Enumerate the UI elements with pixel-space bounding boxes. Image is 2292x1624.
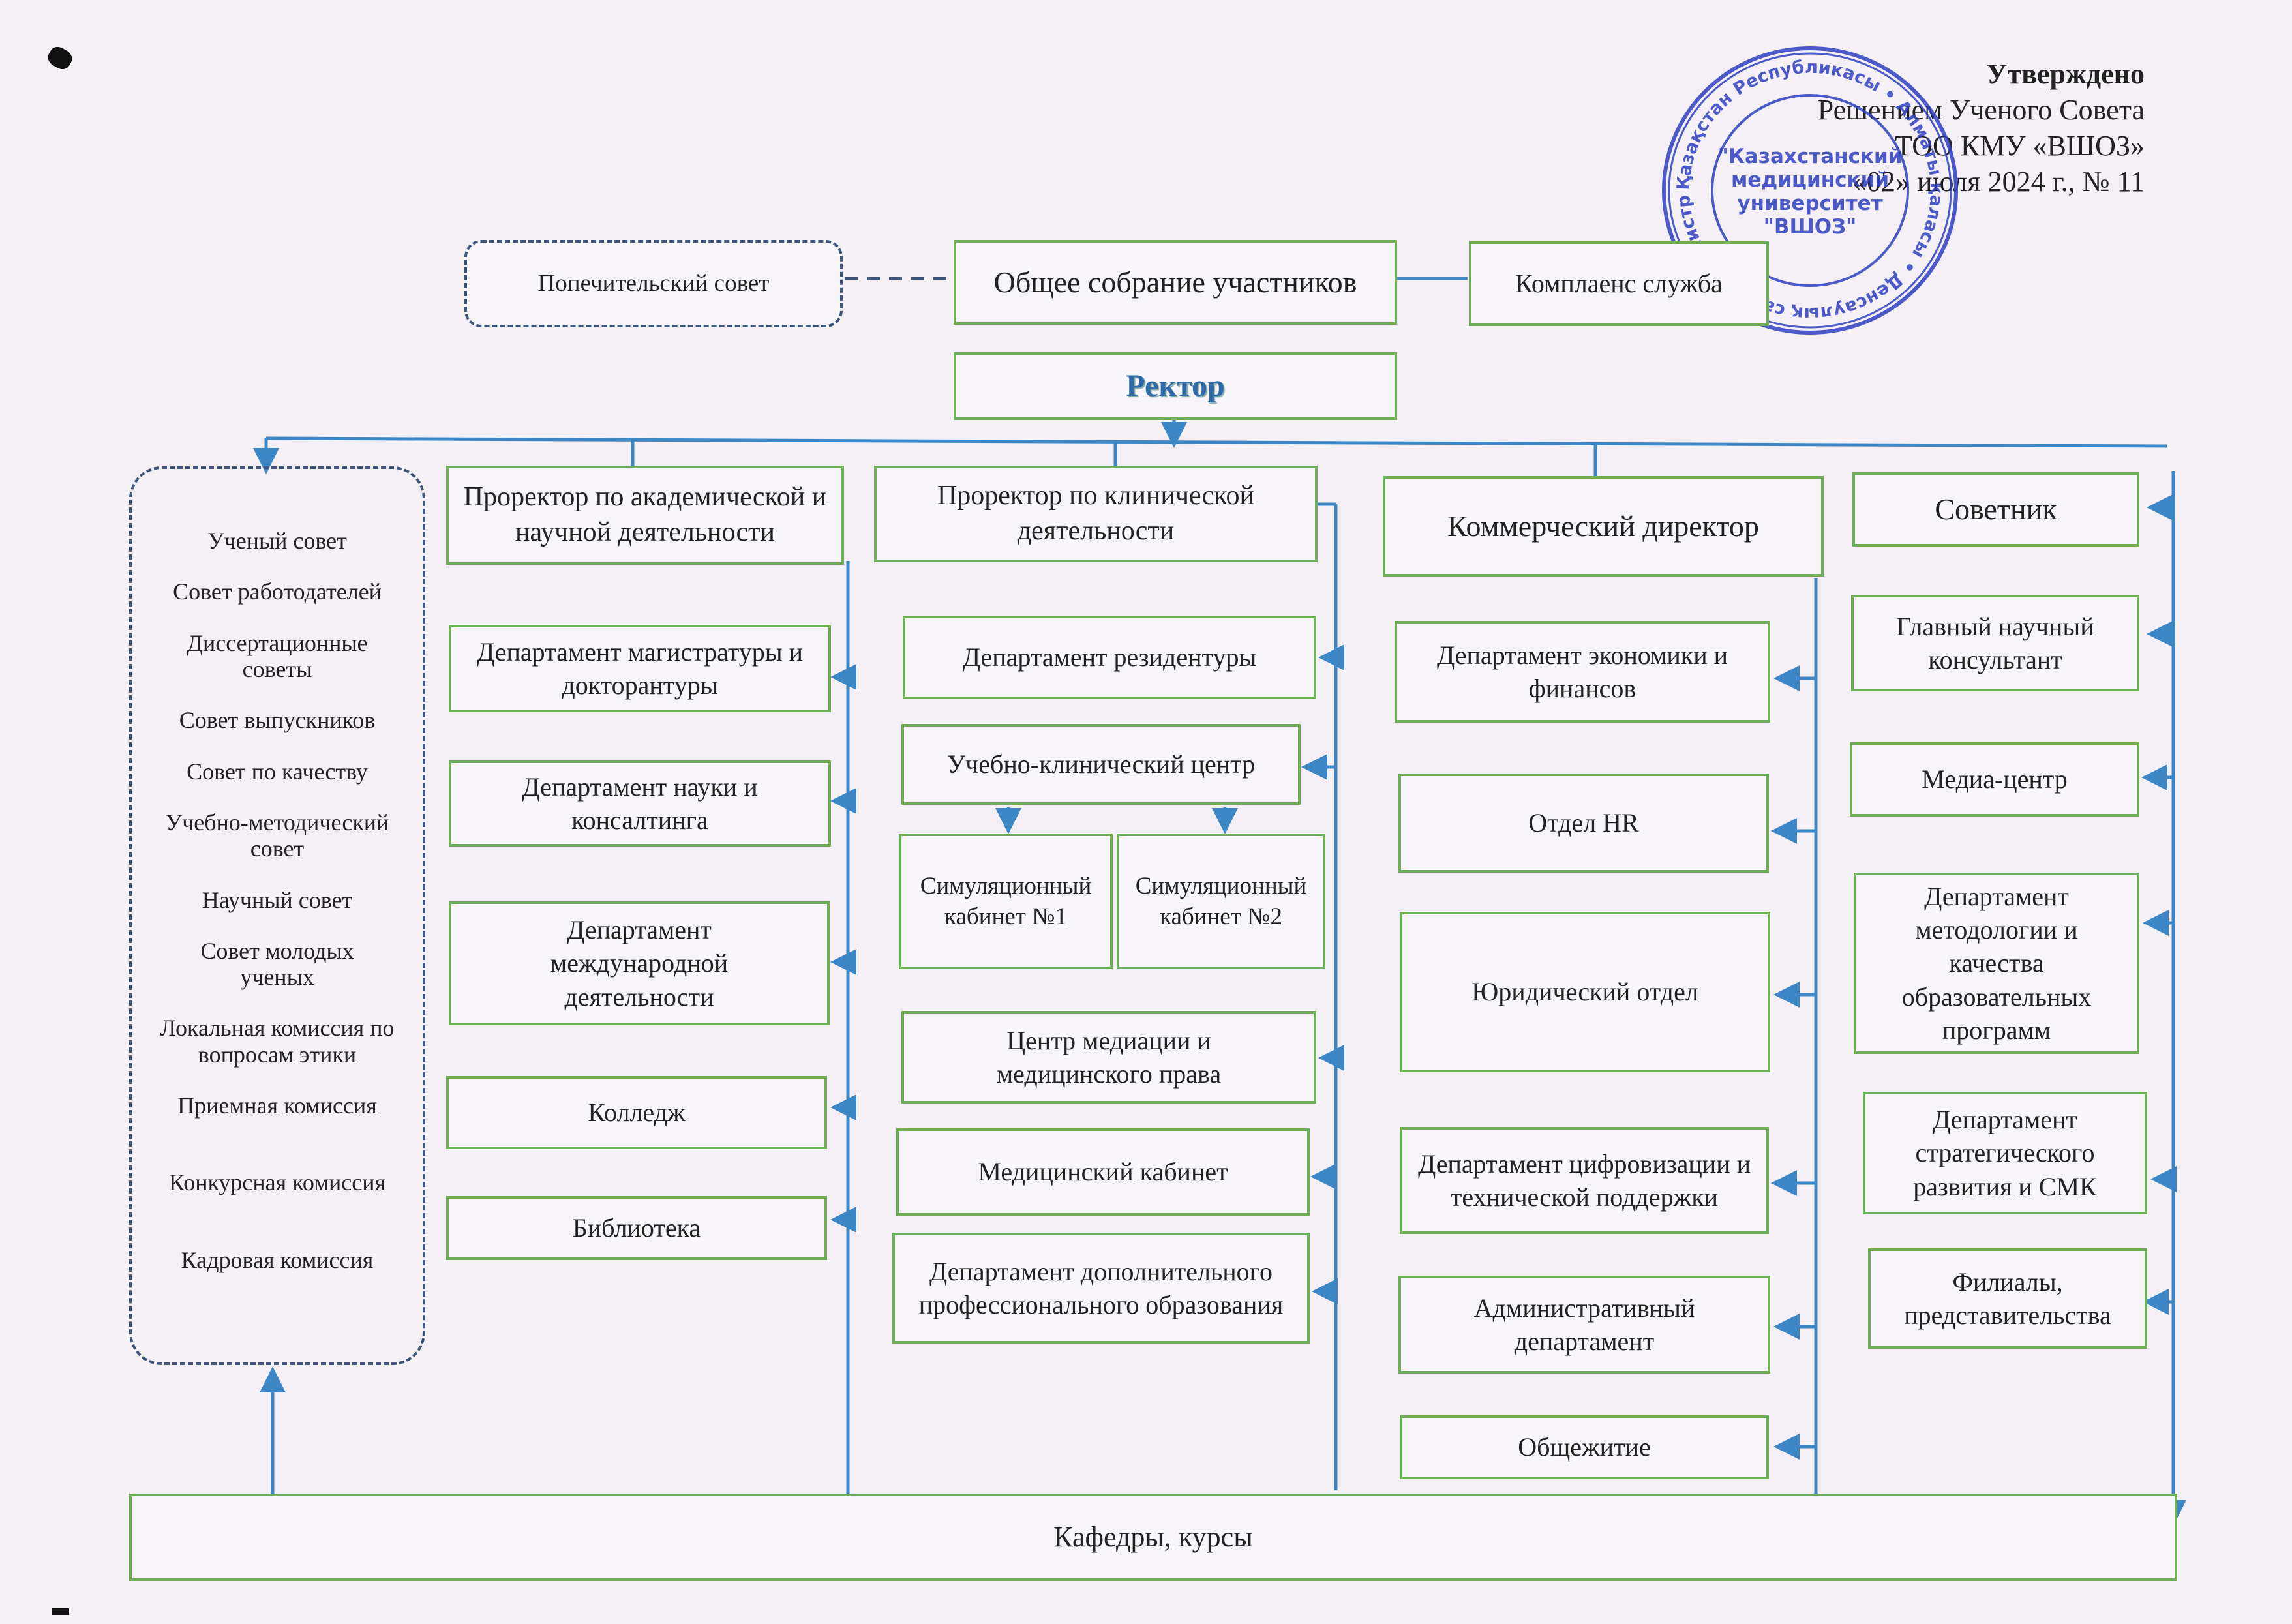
board-of-trustees-box: Попечительский совет xyxy=(464,240,843,327)
mediation-center-box: Центр медиации и медицинского права xyxy=(901,1011,1316,1104)
council-item: Совет выпускников xyxy=(179,707,376,734)
library-box: Библиотека xyxy=(446,1196,827,1260)
dept-label: Департамент международной деятельности xyxy=(550,915,729,1012)
general-assembly-box: Общее собрание участников xyxy=(954,240,1397,325)
approval-line-2: ТОО КМУ «ВШОЗ» xyxy=(1894,130,2145,162)
advisor-box: Советник xyxy=(1852,472,2139,547)
commercial-director-label: Коммерческий директор xyxy=(1447,509,1759,543)
board-of-trustees-label: Попечительский совет xyxy=(537,270,770,297)
training-clinical-center-box: Учебно-клинический центр xyxy=(901,724,1301,805)
dept-label: Департамент дополнительного профессионал… xyxy=(918,1256,1284,1319)
dept-label: Симуляционный кабинет №2 xyxy=(1135,872,1307,930)
dept-label: Колледж xyxy=(588,1098,686,1128)
dept-label: Департамент методологии и качества образ… xyxy=(1901,882,2092,1045)
dept-label: Библиотека xyxy=(572,1213,701,1243)
dept-label: Медиа-центр xyxy=(1922,764,2068,794)
dept-strategic-development-box: Департамент стратегического развития и С… xyxy=(1863,1092,2147,1214)
svg-text:"ВШОЗ": "ВШОЗ" xyxy=(1764,215,1857,239)
approval-title: Утверждено xyxy=(1986,58,2145,90)
approval-block: Утверждено Решением Ученого Совета ТОО К… xyxy=(1818,56,2145,200)
dept-additional-education-box: Департамент дополнительного профессионал… xyxy=(892,1233,1310,1344)
council-item: Совет молодых ученых xyxy=(200,937,354,991)
vice-rector-academic-label: Проректор по академической и научной дея… xyxy=(463,482,827,547)
dept-label: Департамент цифровизации и технической п… xyxy=(1417,1149,1751,1212)
dept-label: Административный департамент xyxy=(1473,1293,1695,1356)
departments-courses-box: Кафедры, курсы xyxy=(129,1494,2177,1581)
dept-residency-box: Департамент резидентуры xyxy=(903,616,1316,699)
dept-label: Общежитие xyxy=(1518,1432,1651,1462)
dept-label: Департамент экономики и финансов xyxy=(1436,640,1728,703)
compliance-service-box: Комплаенс служба xyxy=(1469,241,1769,326)
advisor-label: Советник xyxy=(1935,492,2057,526)
approval-line-3: «02» июля 2024 г., № 11 xyxy=(1852,166,2145,198)
rector-box: Ректор xyxy=(954,352,1397,420)
council-item: Совет работодателей xyxy=(173,579,382,605)
vice-rector-clinical-label: Проректор по клинической деятельности xyxy=(937,481,1255,546)
legal-department-box: Юридический отдел xyxy=(1400,912,1770,1072)
approval-line-1: Решением Ученого Совета xyxy=(1817,94,2145,126)
branches-box: Филиалы, представительства xyxy=(1868,1248,2147,1349)
scan-mark xyxy=(52,1608,69,1615)
dormitory-box: Общежитие xyxy=(1400,1415,1769,1479)
council-item: Ученый совет xyxy=(207,528,347,554)
dept-masters-doctoral-box: Департамент магистратуры и докторантуры xyxy=(449,625,831,712)
general-assembly-label: Общее собрание участников xyxy=(993,265,1357,299)
simulation-room-2-box: Симуляционный кабинет №2 xyxy=(1117,834,1325,969)
commercial-director-box: Коммерческий директор xyxy=(1383,476,1824,577)
dept-label: Департамент резидентуры xyxy=(962,642,1257,672)
departments-courses-label: Кафедры, курсы xyxy=(1053,1520,1253,1553)
council-item: Совет по качеству xyxy=(187,758,368,785)
dept-label: Департамент стратегического развития и С… xyxy=(1913,1105,2097,1201)
council-item: Научный совет xyxy=(202,886,353,913)
hr-department-box: Отдел HR xyxy=(1398,774,1769,873)
council-item: Приемная комиссия xyxy=(177,1092,377,1119)
dept-label: Главный научный консультант xyxy=(1896,611,2094,674)
administrative-department-box: Административный департамент xyxy=(1398,1276,1770,1374)
svg-text:медицинский: медицинский xyxy=(1731,168,1889,192)
dept-label: Центр медиации и медицинского права xyxy=(996,1025,1222,1089)
councils-panel: Ученый совет Совет работодателей Диссерт… xyxy=(129,466,425,1365)
dept-label: Департамент науки и консалтинга xyxy=(522,772,758,835)
rector-label: Ректор xyxy=(1126,368,1225,404)
council-item: Кадровая комиссия xyxy=(181,1246,374,1273)
dept-economics-finance-box: Департамент экономики и финансов xyxy=(1395,621,1770,723)
svg-text:университет: университет xyxy=(1737,192,1882,215)
dept-label: Юридический отдел xyxy=(1471,977,1698,1007)
vice-rector-academic-box: Проректор по академической и научной дея… xyxy=(446,466,844,565)
council-item: Учебно-методический совет xyxy=(165,809,389,862)
council-item: Конкурсная комиссия xyxy=(168,1169,386,1196)
chief-science-consultant-box: Главный научный консультант xyxy=(1851,595,2139,691)
dept-label: Учебно-клинический центр xyxy=(946,749,1256,779)
dept-label: Отдел HR xyxy=(1528,808,1639,838)
dept-methodology-quality-box: Департамент методологии и качества образ… xyxy=(1854,873,2139,1054)
dept-label: Департамент магистратуры и докторантуры xyxy=(476,637,804,700)
dept-digitalization-box: Департамент цифровизации и технической п… xyxy=(1400,1127,1769,1234)
dept-international-box: Департамент международной деятельности xyxy=(449,901,830,1025)
medical-office-box: Медицинский кабинет xyxy=(896,1128,1310,1216)
vice-rector-clinical-box: Проректор по клинической деятельности xyxy=(874,466,1318,562)
simulation-room-1-box: Симуляционный кабинет №1 xyxy=(899,834,1113,969)
college-box: Колледж xyxy=(446,1076,827,1149)
dept-label: Медицинский кабинет xyxy=(978,1157,1228,1187)
council-item: Локальная комиссия по вопросам этики xyxy=(160,1015,395,1068)
svg-text:"Казахстанский: "Казахстанский xyxy=(1718,145,1903,168)
compliance-service-label: Комплаенс служба xyxy=(1515,269,1723,299)
dept-label: Симуляционный кабинет №1 xyxy=(920,872,1092,930)
dept-label: Филиалы, представительства xyxy=(1904,1267,2111,1330)
dept-science-consulting-box: Департамент науки и консалтинга xyxy=(449,760,831,847)
media-center-box: Медиа-центр xyxy=(1850,742,2139,817)
council-item: Диссертационные советы xyxy=(187,629,368,682)
